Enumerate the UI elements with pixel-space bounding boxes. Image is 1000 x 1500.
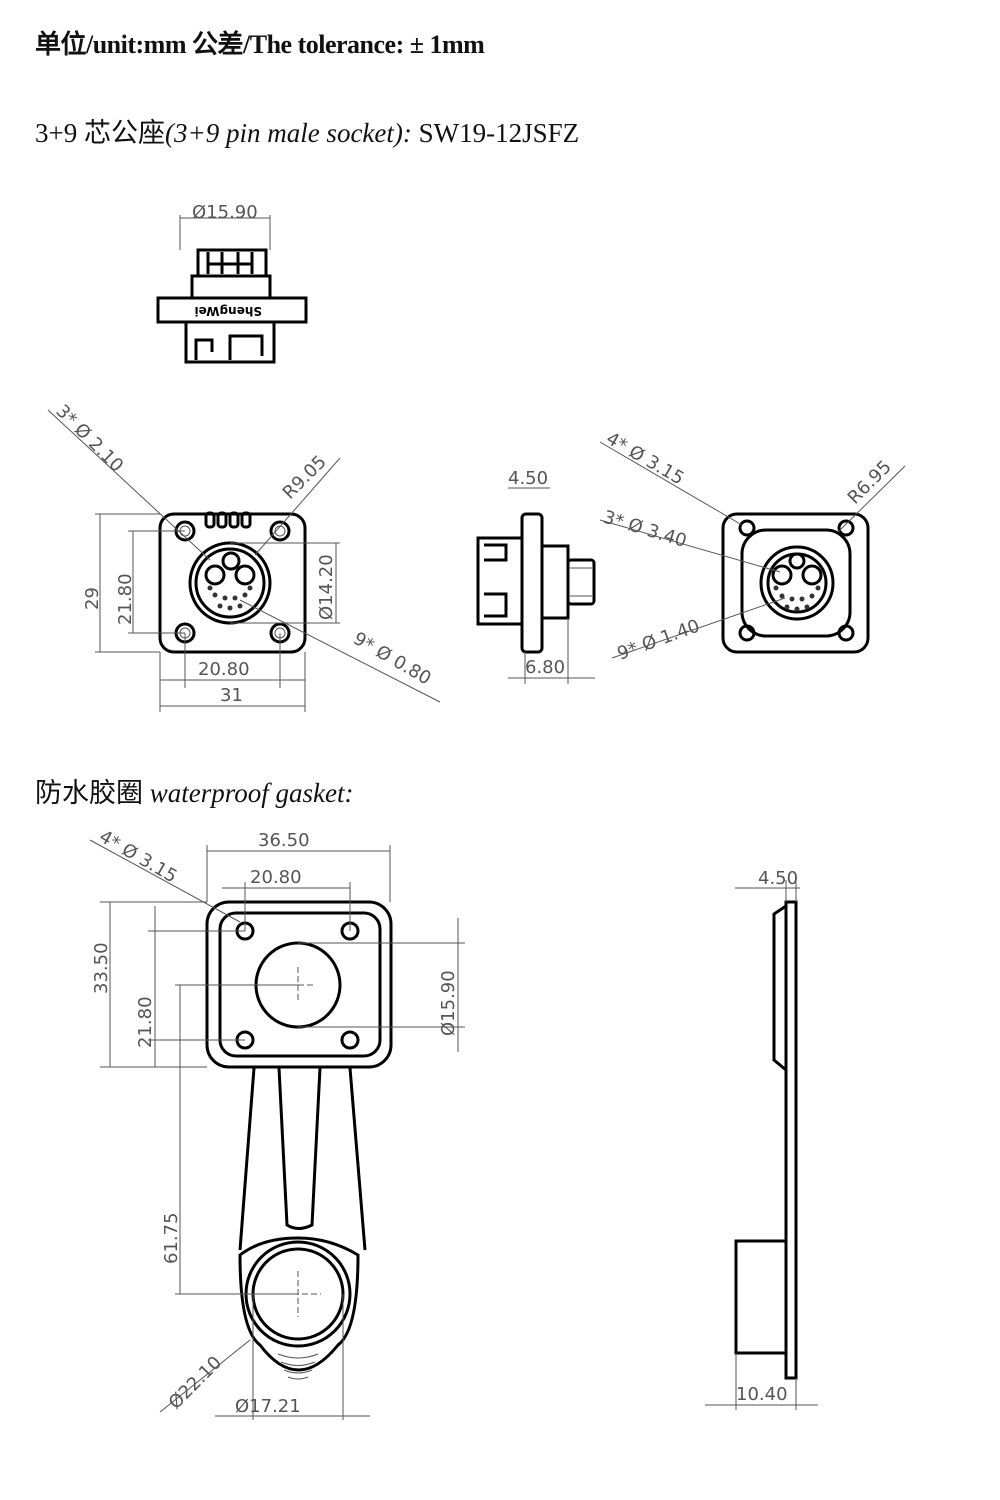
front-width-31: 31	[220, 685, 243, 706]
rear-holes4-label: 4* Ø 3.15	[603, 428, 688, 489]
units-tolerance-header: 单位/unit:mm 公差/The tolerance: ± 1mm	[35, 30, 485, 59]
gasket-side-thickness-450: 4.50	[758, 868, 798, 889]
rear-view: 4* Ø 3.15 R6.95 3* Ø 3.40 9* Ø 1.40	[599, 428, 906, 665]
brand-marking: ShengWei	[194, 304, 262, 318]
top-diameter-label: Ø15.90	[192, 202, 258, 223]
gasket-height-2180: 21.80	[135, 996, 156, 1048]
gasket-height-3350: 33.50	[91, 942, 112, 994]
front-height-29: 29	[82, 587, 103, 610]
gasket-side-view: 4.50 10.40	[705, 868, 818, 1410]
front-holes-label: 3* Ø 2.10	[51, 401, 127, 477]
gasket-side-thickness-1040: 10.40	[736, 1384, 788, 1405]
front-width-2080: 20.80	[198, 659, 250, 680]
front-view: 3* Ø 2.10 R9.05 29 21.80 Ø14.20 9* Ø 0.8…	[47, 401, 441, 712]
front-pins-label: 9* Ø 0.80	[350, 628, 435, 689]
model-cn: 3+9 芯公座	[35, 118, 165, 148]
gasket-cn: 防水胶圈	[35, 778, 150, 808]
gasket-front-view: 4* Ø 3.15 36.50 20.80 33.50 21.80 Ø15.90…	[89, 826, 465, 1420]
gasket-height-6175: 61.75	[161, 1212, 182, 1264]
gasket-width-2080: 20.80	[250, 867, 302, 888]
rear-pins-label: 9* Ø 1.40	[615, 615, 703, 664]
gasket-en: waterproof gasket:	[149, 778, 354, 808]
gasket-title: 防水胶圈 waterproof gasket:	[35, 771, 353, 810]
top-view: Ø15.90 ShengWei	[156, 202, 308, 364]
front-height-2180: 21.80	[115, 573, 136, 625]
front-diameter-1420: Ø14.20	[316, 554, 337, 620]
side-thickness-450: 4.50	[508, 468, 548, 489]
model-title: 3+9 芯公座(3+9 pin male socket): SW19-12JSF…	[35, 111, 579, 150]
side-thickness-680: 6.80	[525, 657, 565, 678]
side-view: 4.50 6.80	[476, 468, 596, 684]
model-en: (3+9 pin male socket):	[164, 118, 412, 148]
gasket-width-3650: 36.50	[258, 830, 310, 851]
gasket-diameter-1721: Ø17.21	[235, 1396, 301, 1417]
gasket-diameter-2210: Ø22.10	[165, 1352, 226, 1413]
rear-holes3-label: 3* Ø 3.40	[601, 507, 690, 552]
model-code: SW19-12JSFZ	[411, 118, 580, 148]
gasket-diameter-1590: Ø15.90	[438, 970, 459, 1036]
gasket-holes-label: 4* Ø 3.15	[96, 826, 181, 887]
